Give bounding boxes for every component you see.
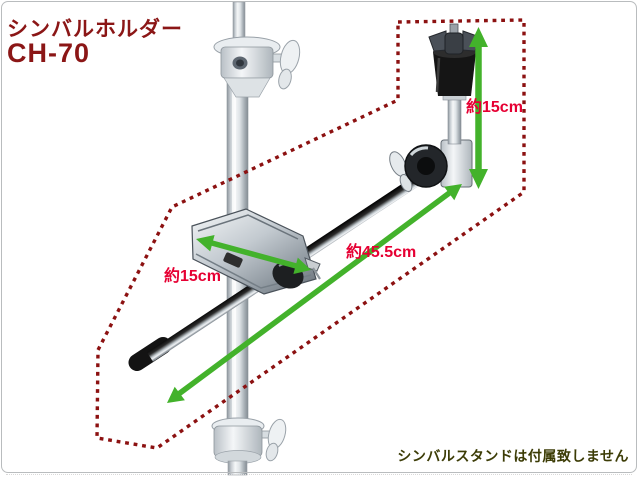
seat-wing-nut — [428, 23, 481, 55]
seat-felt — [433, 52, 476, 96]
holder-tilter — [389, 139, 473, 192]
dimension-label-holder-height: 約15cm — [466, 99, 523, 116]
upper-wing-bolt — [279, 39, 301, 75]
dimension-label-arm-length: 約45.5cm — [346, 244, 417, 261]
product-model: CH-70 — [7, 38, 91, 68]
dimension-label-clamp-width: 約15cm — [164, 268, 221, 285]
holder-pole-clamp — [191, 208, 321, 295]
cymbal-holder-ch70 — [128, 23, 481, 371]
arrow-arm-length — [167, 184, 462, 403]
stand-lower-joint — [211, 417, 287, 476]
arrow-holder-height — [469, 27, 488, 189]
product-title: シンバルホルダー — [7, 18, 183, 41]
stand-upper-joint — [213, 36, 301, 98]
clamp-bolt — [223, 252, 243, 268]
image-border-shadow — [6, 474, 632, 475]
arrow-clamp-width — [196, 235, 311, 274]
dimension-arrows — [167, 27, 488, 403]
included-parts-outline — [95, 18, 526, 450]
clamp-key-pin — [304, 257, 321, 272]
not-included-note: シンバルスタンドは付属致しません — [397, 448, 629, 464]
